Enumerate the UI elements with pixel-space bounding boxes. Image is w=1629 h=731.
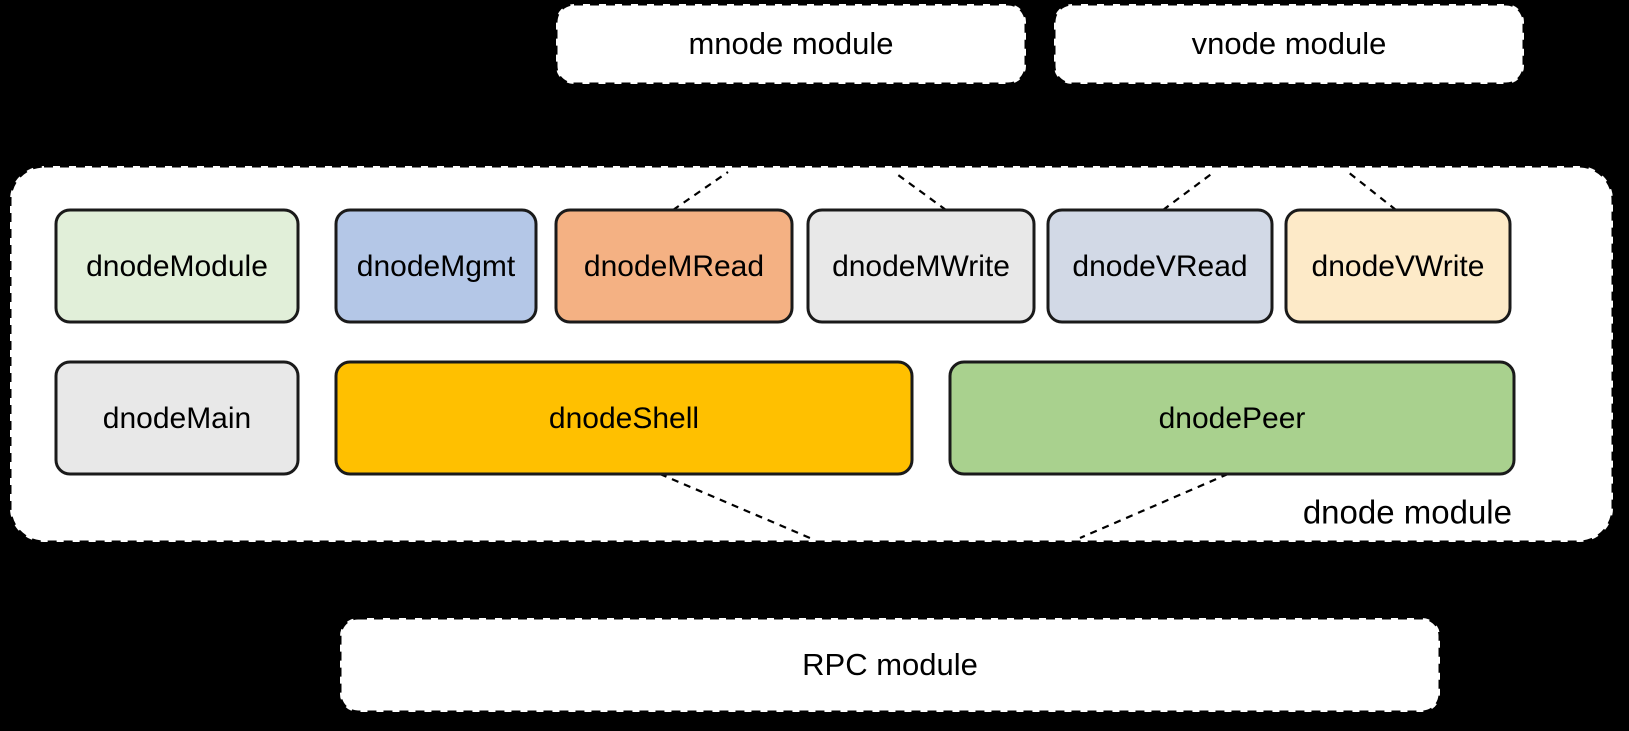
dnodeVRead-label: dnodeVRead bbox=[1072, 250, 1247, 283]
dnodeMWrite-label: dnodeMWrite bbox=[832, 250, 1010, 283]
dnode-module-label: dnode module bbox=[1303, 494, 1512, 531]
node-dnodeModule[interactable]: dnodeModule bbox=[54, 208, 300, 324]
node-dnodeVRead[interactable]: dnodeVRead bbox=[1046, 208, 1274, 324]
node-dnodeMRead[interactable]: dnodeMRead bbox=[554, 208, 794, 324]
dnodePeer-label: dnodePeer bbox=[1159, 402, 1306, 435]
dnodeShell-rect[interactable] bbox=[334, 360, 914, 476]
module-box-mnode-module[interactable]: mnode module bbox=[554, 2, 1028, 86]
module-box-rpc-module[interactable]: RPC module bbox=[338, 616, 1442, 714]
rpc-module-label: RPC module bbox=[802, 647, 978, 682]
node-dnodeMain[interactable]: dnodeMain bbox=[54, 360, 300, 476]
dnodeVRead-rect[interactable] bbox=[1046, 208, 1274, 324]
connector-vread-to-vnode bbox=[1162, 171, 1215, 211]
dnodeVWrite-label: dnodeVWrite bbox=[1312, 250, 1485, 283]
connector-mread-to-mnode bbox=[672, 171, 729, 211]
dnodeMRead-label: dnodeMRead bbox=[584, 250, 764, 283]
connector-shell-to-rpc bbox=[659, 472, 811, 540]
dnodePeer-rect[interactable] bbox=[948, 360, 1516, 476]
connector-lines bbox=[659, 171, 1397, 540]
rpc-module-rect[interactable] bbox=[338, 616, 1442, 714]
vnode-module-rect[interactable] bbox=[1052, 2, 1526, 86]
dnodeMgmt-label: dnodeMgmt bbox=[357, 250, 516, 283]
vnode-module-label: vnode module bbox=[1192, 26, 1387, 61]
node-dnodeVWrite[interactable]: dnodeVWrite bbox=[1284, 208, 1512, 324]
node-dnodeMWrite[interactable]: dnodeMWrite bbox=[806, 208, 1036, 324]
node-dnodePeer[interactable]: dnodePeer bbox=[948, 360, 1516, 476]
dnode-row-1: dnodeModule dnodeMgmt dnodeMRead dnodeMWrit… bbox=[54, 208, 1512, 324]
dnodeModule-label: dnodeModule bbox=[86, 250, 268, 283]
node-dnodeShell[interactable]: dnodeShell bbox=[334, 360, 914, 476]
module-box-vnode-module[interactable]: vnode module bbox=[1052, 2, 1526, 86]
mnode-module-rect[interactable] bbox=[554, 2, 1028, 86]
dnodeMgmt-rect[interactable] bbox=[334, 208, 538, 324]
connector-peer-to-rpc bbox=[1079, 472, 1229, 540]
dnodeShell-label: dnodeShell bbox=[549, 402, 699, 435]
dnodeMWrite-rect[interactable] bbox=[806, 208, 1036, 324]
mnode-module-label: mnode module bbox=[688, 26, 893, 61]
connector-mwrite-to-mnode bbox=[893, 171, 947, 211]
dnodeVWrite-rect[interactable] bbox=[1284, 208, 1512, 324]
connector-vwrite-to-vnode bbox=[1347, 171, 1397, 211]
node-dnodeMgmt[interactable]: dnodeMgmt bbox=[334, 208, 538, 324]
dnodeModule-rect[interactable] bbox=[54, 208, 300, 324]
dnode-row-2: dnodeMain dnodeShell dnodePeer bbox=[54, 360, 1516, 476]
dnodeMRead-rect[interactable] bbox=[554, 208, 794, 324]
dnodeMain-rect[interactable] bbox=[54, 360, 300, 476]
dnodeMain-label: dnodeMain bbox=[103, 402, 251, 435]
